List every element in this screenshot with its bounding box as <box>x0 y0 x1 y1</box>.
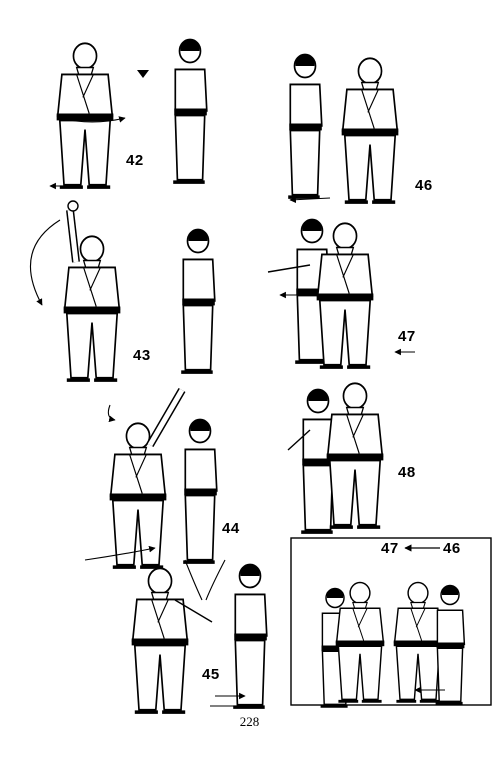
figure-44 <box>84 387 219 569</box>
inset-sequence-box <box>290 537 492 708</box>
figure-label-44: 44 <box>222 520 240 537</box>
figure-46 <box>286 52 401 204</box>
figure-42 <box>49 37 209 190</box>
figure-label-45: 45 <box>202 666 220 683</box>
page-number: 228 <box>239 714 260 729</box>
figure-47 <box>267 217 415 369</box>
triangle-marker-icon <box>137 70 149 78</box>
figure-label-43: 43 <box>133 347 151 364</box>
figure-45 <box>129 559 269 714</box>
figure-48 <box>287 381 386 534</box>
figure-label-48: 48 <box>398 464 416 481</box>
figure-label-42: 42 <box>126 152 144 169</box>
inset-label-from: 47 <box>381 540 399 557</box>
figure-43 <box>29 200 217 382</box>
figure-label-47: 47 <box>398 328 416 345</box>
figure-label-46: 46 <box>415 177 433 194</box>
inset-label-to: 46 <box>443 540 461 557</box>
